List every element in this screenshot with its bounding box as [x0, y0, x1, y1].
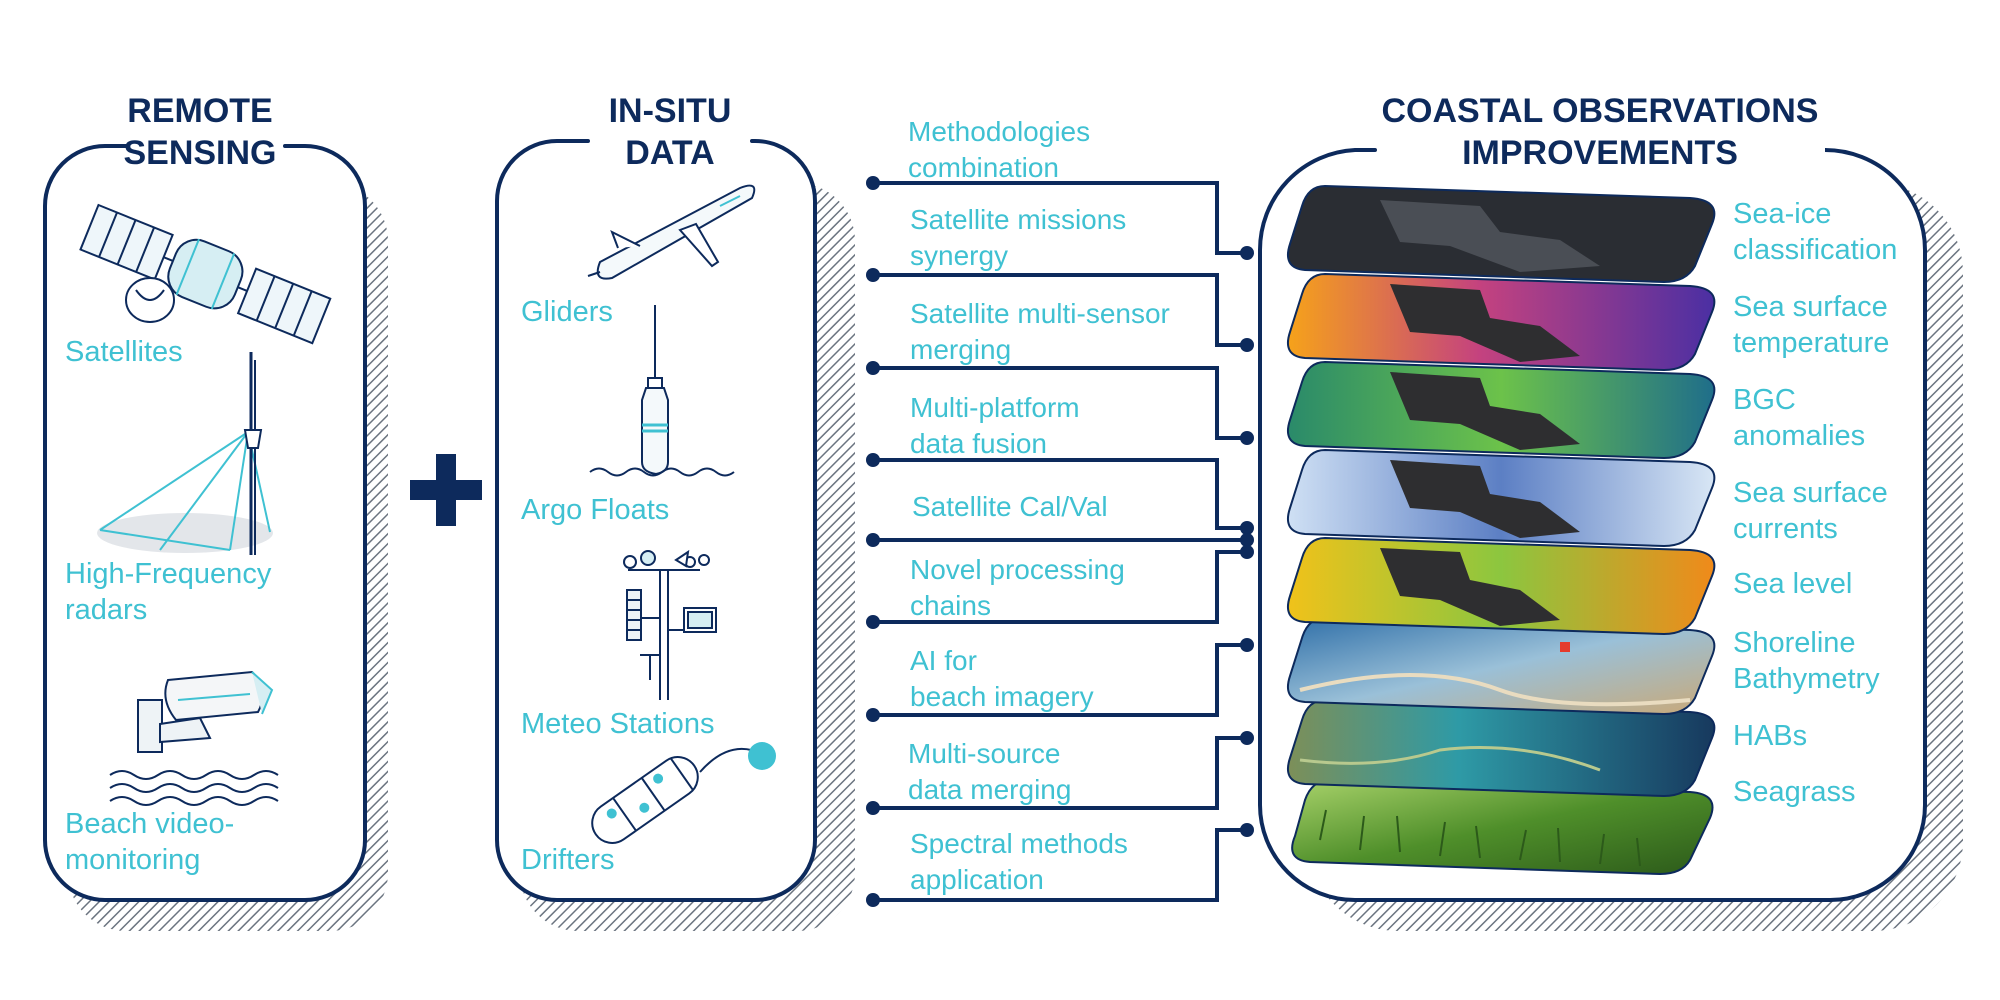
method-label: Satellite missions synergy — [910, 204, 1127, 271]
layer-habs — [1286, 698, 1716, 798]
layer-sea-level — [1286, 536, 1716, 652]
radar-tower-icon — [97, 352, 273, 555]
coastal-observations-title: COASTAL OBSERVATIONS IMPROVEMENTS — [1381, 92, 1819, 172]
method-label: Satellite Cal/Val — [912, 491, 1108, 522]
output-sea-ice: Sea-ice classification — [1733, 198, 1898, 266]
connector-lines — [873, 181, 1249, 902]
remote-item-satellites: Satellites — [65, 336, 183, 368]
output-seagrass: Seagrass — [1733, 776, 1856, 808]
output-currents: Sea surface currents — [1733, 477, 1888, 545]
drifter-icon — [591, 742, 776, 844]
method-label: Multi-platform data fusion — [910, 392, 1080, 459]
method-label: Spectral methods application — [910, 828, 1128, 895]
output-sea-level: Sea level — [1733, 568, 1853, 600]
remote-sensing-title: REMOTE SENSING — [123, 92, 277, 172]
layer-sea-surface-temperature — [1286, 272, 1716, 372]
insitu-item-meteo: Meteo Stations — [521, 708, 715, 740]
method-label: Novel processing chains — [910, 554, 1125, 621]
layer-sea-surface-currents — [1286, 448, 1716, 548]
glider-icon — [587, 184, 756, 280]
layer-shoreline-bathymetry — [1286, 616, 1716, 716]
layer-seagrass — [1291, 778, 1714, 876]
output-sst: Sea surface temperature — [1733, 291, 1890, 359]
plus-icon — [410, 454, 482, 526]
method-label: Methodologies combination — [908, 116, 1091, 183]
waves-icon — [109, 770, 279, 806]
remote-item-beach-video: Beach video- monitoring — [65, 808, 235, 876]
remote-item-hf-radars: High-Frequency radars — [65, 558, 272, 626]
in-situ-title: IN-SITU DATA — [608, 92, 732, 172]
method-label: Satellite multi-sensor merging — [910, 298, 1170, 365]
method-label: AI for beach imagery — [910, 645, 1094, 712]
output-bgc: BGC anomalies — [1733, 384, 1866, 452]
satellite-icon — [79, 203, 332, 345]
insitu-item-gliders: Gliders — [521, 296, 613, 328]
meteo-station-icon — [623, 549, 717, 700]
insitu-item-drifters: Drifters — [521, 844, 615, 876]
layer-sea-ice-classification — [1286, 184, 1716, 284]
output-habs: HABs — [1733, 720, 1808, 752]
insitu-item-argo: Argo Floats — [521, 494, 670, 526]
output-shoreline: Shoreline Bathymetry — [1733, 627, 1880, 695]
connector-dots — [866, 176, 1254, 907]
method-label: Multi-source data merging — [908, 738, 1072, 805]
in-situ-panel — [495, 139, 817, 902]
layer-bgc-anomalies — [1286, 360, 1716, 460]
camera-icon — [137, 670, 274, 753]
argo-float-icon — [589, 305, 735, 477]
